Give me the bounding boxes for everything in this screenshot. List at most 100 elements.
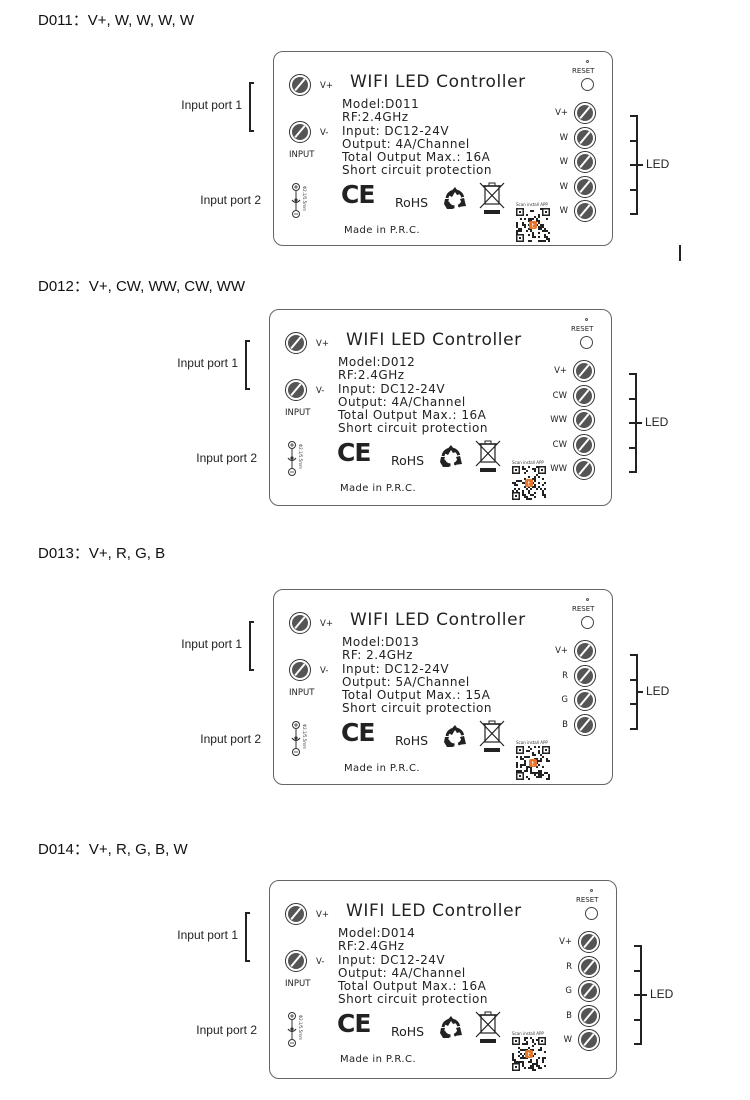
reset-indicator-dot: [586, 60, 589, 63]
svg-text:t: t: [532, 223, 535, 230]
section-heading: D012：V+, CW, WW, CW, WW: [38, 278, 246, 295]
controller-title: WIFI LED Controller: [346, 330, 522, 350]
reset-button[interactable]: [581, 78, 594, 91]
input-label: INPUT: [289, 150, 315, 160]
input-label: INPUT: [289, 688, 315, 698]
made-in-label: Made in P.R.C.: [344, 763, 420, 774]
rohs-mark: RoHS: [391, 453, 425, 468]
svg-text:Φ2.1/5.5mm: Φ2.1/5.5mm: [298, 1015, 303, 1040]
output-screw-terminal-icon: [574, 126, 596, 149]
input-v-plus-label: V+: [320, 619, 333, 629]
input-port-2-label: Input port 2: [200, 193, 261, 207]
spec-line: Output: 4A/Channel: [338, 965, 466, 980]
output-channel-label: R: [566, 961, 572, 972]
input-v-minus-screw-icon: [289, 659, 311, 681]
qr-code-icon[interactable]: t: [512, 466, 546, 500]
output-channel-label: R: [562, 670, 568, 681]
svg-text:Φ2.1/5.5mm: Φ2.1/5.5mm: [298, 444, 303, 469]
output-channel-label: W: [563, 1035, 572, 1045]
input-v-minus-screw-icon: [285, 950, 307, 972]
qr-caption: Scan install APP: [512, 1031, 544, 1036]
input-port-2-label: Input port 2: [200, 732, 261, 746]
led-label: LED: [645, 415, 669, 429]
spec-line: Short circuit protection: [338, 421, 488, 436]
led-bracket-tick: [630, 213, 638, 215]
reset-button[interactable]: [585, 907, 598, 920]
led-bracket-tick: [634, 1043, 642, 1045]
recycle-icon: [440, 445, 462, 467]
led-bracket-tick: [634, 1018, 642, 1021]
crossed-bin-icon: [475, 1011, 501, 1043]
spec-line: Input: DC12-24V: [338, 381, 446, 396]
input-port-1-label: Input port 1: [177, 356, 238, 370]
led-bracket: [634, 945, 647, 1045]
reset-button[interactable]: [580, 336, 593, 349]
led-bracket-tick: [629, 397, 637, 400]
led-bracket: [629, 373, 642, 473]
reset-button[interactable]: [581, 616, 594, 629]
input-label: INPUT: [285, 408, 311, 418]
led-bracket-tick: [634, 994, 642, 996]
led-bracket-tick: [630, 678, 638, 681]
output-channel-label: WW: [550, 415, 567, 425]
spec-line: Input: DC12-24V: [338, 952, 446, 967]
led-bracket-tick: [629, 446, 637, 449]
input-v-plus-screw-icon: [289, 612, 311, 634]
output-screw-terminal-icon: [578, 980, 600, 1002]
qr-caption: Scan install APP: [516, 202, 548, 207]
spec-line: Model:D014: [338, 926, 416, 940]
output-channel-label: W: [559, 206, 568, 216]
output-channel-label: V+: [555, 108, 568, 118]
dc-jack-polarity-icon: Φ2.1/5.5mm: [287, 441, 303, 476]
spec-line: Total Output Max.: 16A: [338, 408, 487, 423]
output-screw-terminal-icon: [573, 458, 595, 480]
led-bracket-tick: [629, 471, 637, 473]
output-screw-terminal-icon: [578, 931, 600, 953]
output-channel-label: W: [559, 181, 568, 192]
led-bracket-tick: [630, 115, 638, 117]
ce-mark: CE: [337, 1009, 371, 1038]
qr-code-icon[interactable]: t: [512, 1037, 546, 1071]
output-channel-label: V+: [554, 366, 567, 376]
input-v-minus-screw-icon: [289, 121, 311, 143]
input-v-plus-label: V+: [316, 910, 329, 920]
input-v-plus-screw-icon: [285, 903, 307, 925]
qr-code-icon[interactable]: t: [516, 746, 550, 780]
qr-code-icon[interactable]: t: [516, 208, 550, 242]
spec-line: Model:D013: [342, 635, 420, 649]
input-port-1-bracket: [245, 912, 250, 962]
spec-line: Total Output Max.: 15A: [342, 688, 491, 703]
output-screw-terminal-icon: [573, 433, 595, 456]
output-screw-terminal-icon: [574, 102, 596, 124]
led-bracket-tick: [629, 422, 637, 424]
spec-line: RF:2.4GHz: [338, 368, 405, 383]
input-port-1-label: Input port 1: [177, 928, 238, 942]
led-bracket-tick: [630, 164, 638, 166]
input-v-minus-screw-icon: [285, 379, 307, 401]
spec-line: Short circuit protection: [338, 992, 488, 1007]
spec-line: Total Output Max.: 16A: [342, 150, 491, 165]
input-port-1-label: Input port 1: [181, 98, 242, 112]
reset-indicator-dot: [585, 318, 588, 321]
spec-line: Output: 5A/Channel: [342, 674, 470, 689]
reset-label: RESET: [572, 605, 595, 613]
input-v-minus-label: V-: [320, 128, 329, 138]
spec-line: RF:2.4GHz: [342, 110, 409, 125]
ce-mark: CE: [341, 718, 375, 747]
output-channel-label: V+: [555, 646, 568, 656]
output-channel-label: G: [561, 695, 568, 705]
dc-jack-polarity-icon: Φ2.1/5.5mm: [291, 721, 307, 756]
led-bracket-tick: [634, 945, 642, 947]
output-screw-terminal-icon: [574, 640, 596, 662]
output-screw-terminal-icon: [574, 175, 596, 198]
svg-text:t: t: [528, 1052, 531, 1059]
led-bracket-tick: [630, 139, 638, 142]
controller-title: WIFI LED Controller: [350, 610, 526, 630]
input-port-2-label: Input port 2: [196, 451, 257, 465]
input-label: INPUT: [285, 979, 311, 989]
output-screw-terminal-icon: [573, 360, 595, 382]
